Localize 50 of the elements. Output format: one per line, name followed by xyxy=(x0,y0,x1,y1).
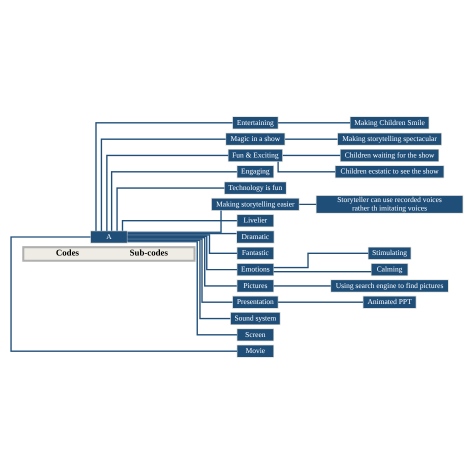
connector xyxy=(282,154,340,156)
node-box: Animated PPT xyxy=(362,296,416,309)
connector xyxy=(127,238,232,303)
connector xyxy=(127,210,222,233)
node-box: Children waiting for the show xyxy=(340,149,440,162)
connector xyxy=(10,236,237,352)
connector xyxy=(278,122,350,124)
connector xyxy=(110,171,237,231)
node-box: Livelier xyxy=(236,214,274,228)
node-box: Engaging xyxy=(236,165,274,178)
node-box: Presentation xyxy=(232,296,278,309)
connector xyxy=(100,138,226,231)
node-box: Children ecstatic to see the show xyxy=(334,165,444,178)
connector xyxy=(274,252,368,268)
connector xyxy=(127,236,237,270)
connector xyxy=(106,154,228,231)
connector xyxy=(116,187,224,231)
connector xyxy=(274,285,331,287)
node-box: Calming xyxy=(370,263,408,276)
connector xyxy=(299,204,316,206)
node-box: A xyxy=(90,230,128,244)
node-box: Making storytelling easier xyxy=(211,198,300,211)
connector xyxy=(277,162,336,172)
connector xyxy=(127,237,237,287)
connector xyxy=(127,240,230,320)
connector xyxy=(95,122,233,231)
connector xyxy=(274,270,372,272)
node-box: Screen xyxy=(236,328,274,342)
node-box: Making storytelling spectacular xyxy=(337,132,442,146)
connector xyxy=(127,241,237,336)
node-box: Dramatic xyxy=(236,230,274,244)
node-box: Stimulating xyxy=(368,246,412,260)
node-box: Codes Sub-codes xyxy=(22,246,196,262)
node-box: Sound system xyxy=(230,312,280,325)
node-box: Magic in a show xyxy=(225,132,286,146)
node-box: Technology is fun xyxy=(224,182,287,195)
node-box: Using search engine to find pictures xyxy=(330,279,449,292)
connector xyxy=(127,232,236,234)
connector xyxy=(285,138,338,140)
node-box: Fantastic xyxy=(236,246,274,260)
connector xyxy=(122,220,237,231)
connector xyxy=(127,234,237,254)
node-box: Pictures xyxy=(236,279,274,292)
node-box: Storyteller can use recorded voices rather th imitating voices xyxy=(316,195,464,214)
node-box: Emotions xyxy=(236,263,274,276)
node-box: Movie xyxy=(236,344,274,358)
node-box: Fun & Exciting xyxy=(228,149,283,162)
node-box: Entertaining xyxy=(232,116,278,130)
node-box: Making Children Smile xyxy=(350,116,430,130)
connector xyxy=(278,302,363,303)
